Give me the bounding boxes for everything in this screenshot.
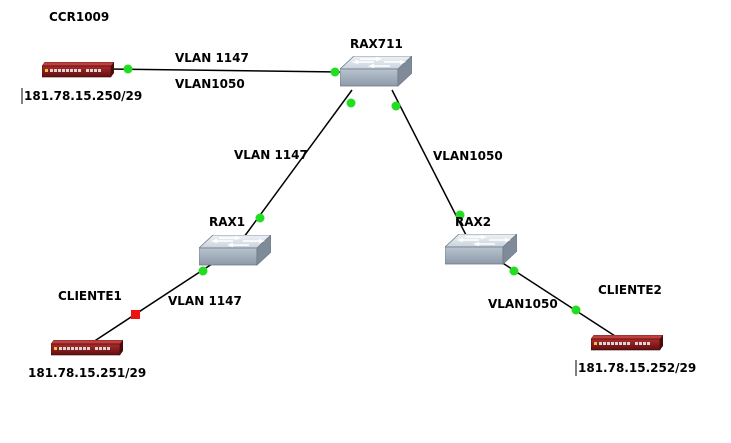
port-status-up-icon — [509, 266, 519, 276]
device-label-rax2: RAX2 — [455, 215, 492, 229]
port-status-up-icon — [391, 101, 401, 111]
device-ip-ccr1009: 181.78.15.250/29 — [24, 89, 143, 103]
rax2-switch-icon[interactable] — [445, 234, 517, 265]
device-label-rax1: RAX1 — [209, 215, 246, 229]
rax711-switch-icon[interactable] — [340, 56, 412, 87]
port-status-up-icon — [330, 67, 340, 77]
link-label-vlan: VLAN 1147 — [234, 148, 308, 162]
device-ip-cliente2: 181.78.15.252/29 — [578, 361, 697, 375]
link-label-vlan: VLAN1050 — [433, 149, 503, 163]
link-ccr1009-rax711 — [107, 68, 341, 73]
link-rax711-rax1 — [243, 89, 353, 238]
port-status-up-icon — [198, 266, 208, 276]
ccr1009-router-icon[interactable] — [42, 62, 114, 78]
port-status-up-icon — [346, 98, 356, 108]
port-status-up-icon — [255, 213, 265, 223]
port-status-up-icon — [571, 305, 581, 315]
device-label-rax711: RAX711 — [350, 37, 403, 51]
link-rax711-rax2 — [391, 89, 467, 236]
port-status-up-icon — [455, 210, 465, 220]
port-status-up-icon — [123, 64, 133, 74]
link-rax1-cliente1 — [92, 261, 216, 343]
cliente1-router-icon[interactable] — [51, 340, 123, 356]
link-label-vlan: VLAN1050 — [488, 297, 558, 311]
port-status-down-icon — [131, 310, 140, 319]
device-label-cliente1: CLIENTE1 — [58, 289, 122, 303]
link-label-vlan: VLAN1050 — [175, 77, 245, 91]
device-label-ccr1009: CCR1009 — [49, 10, 110, 24]
link-label-vlan: VLAN 1147 — [168, 294, 242, 308]
link-label-vlan: VLAN 1147 — [175, 51, 249, 65]
device-ip-cliente1: 181.78.15.251/29 — [28, 366, 147, 380]
device-label-cliente2: CLIENTE2 — [598, 283, 662, 297]
cliente2-router-icon[interactable] — [591, 335, 663, 351]
rax1-switch-icon[interactable] — [199, 235, 271, 266]
